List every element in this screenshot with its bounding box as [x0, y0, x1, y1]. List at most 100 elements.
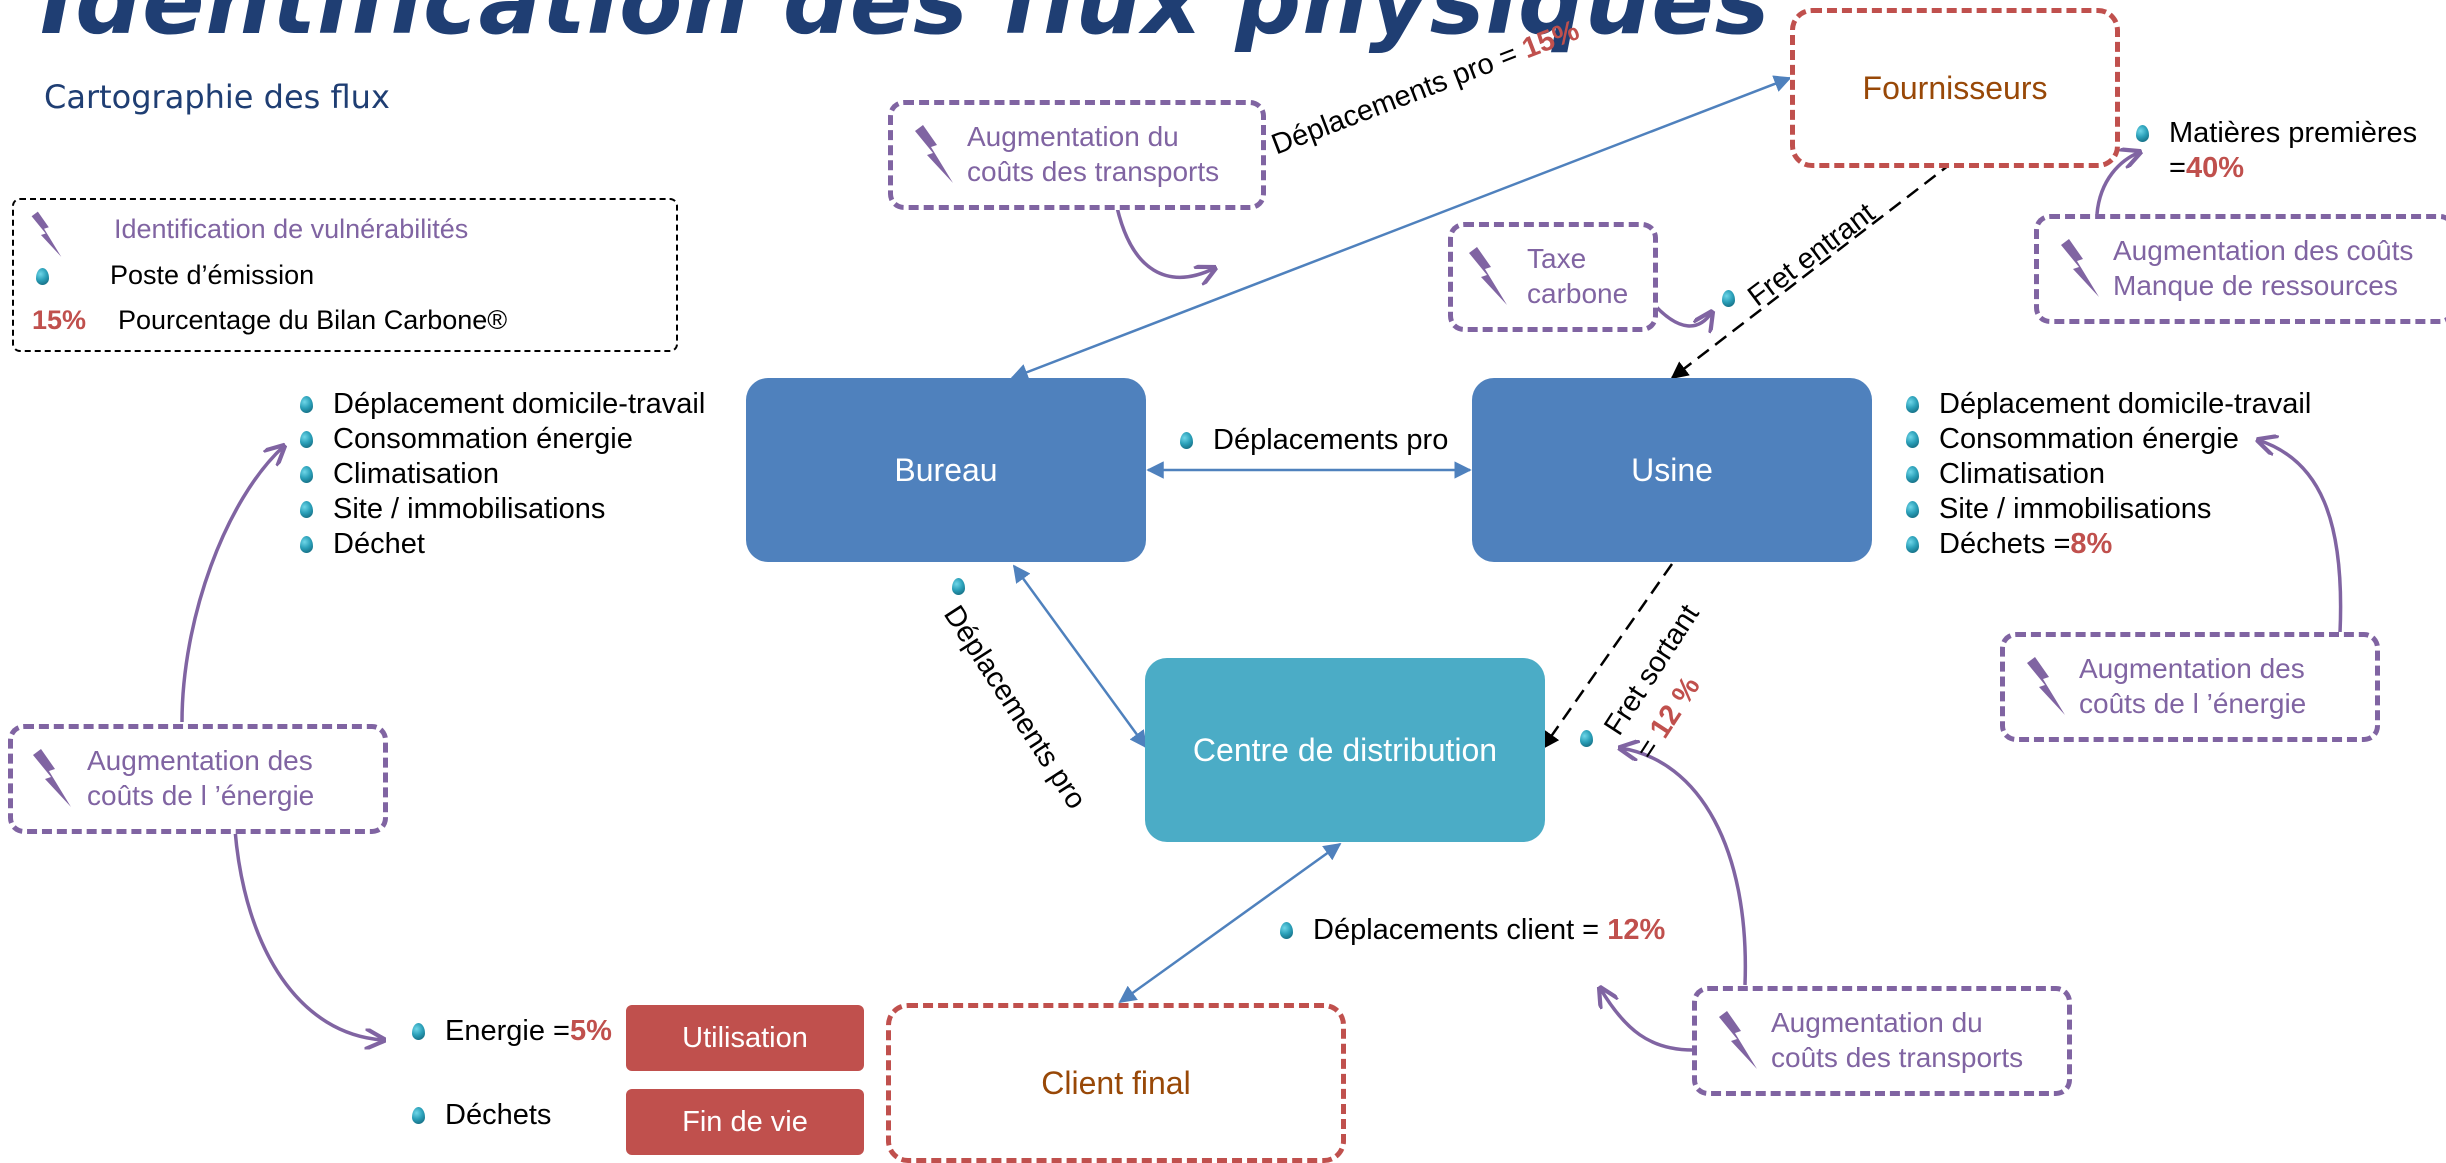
- vuln-arrow-ressources: [2095, 152, 2140, 215]
- legend-box: Identification de vulnérabilités Poste d…: [12, 198, 678, 352]
- vuln-arrow-energie-right: [2258, 440, 2343, 634]
- list-item-label: Déchet: [333, 528, 425, 560]
- vuln-line: Taxe: [1527, 243, 1587, 274]
- vuln-line: carbone: [1527, 278, 1629, 309]
- emission-dot-icon: [412, 1107, 425, 1124]
- flow-centre-client: [1118, 842, 1342, 1004]
- emission-dot-icon: [300, 466, 313, 483]
- node-client-final: Client final: [886, 1003, 1346, 1163]
- vuln-line: Augmentation des: [87, 745, 313, 776]
- node-centre-distribution: Centre de distribution: [1145, 658, 1545, 842]
- legend-vulnerability-label: Identification de vulnérabilités: [114, 214, 469, 244]
- emission-dot-icon: [1906, 536, 1919, 553]
- emission-dot-icon: [412, 1023, 425, 1040]
- emission-dot-icon: [952, 578, 965, 595]
- vuln-line: Augmentation du: [1771, 1007, 1983, 1038]
- lightning-icon: [2027, 657, 2065, 715]
- vuln-taxe-text: Taxe carbone: [1527, 241, 1628, 311]
- emission-dot-icon: [1906, 431, 1919, 448]
- vuln-arrow-transport-bottom-left: [1600, 988, 1694, 1052]
- emission-dot-icon: [300, 501, 313, 518]
- emission-dot-icon: [300, 396, 313, 413]
- list-item-label: Climatisation: [1939, 458, 2105, 490]
- lightning-icon: [2061, 239, 2099, 297]
- matieres-eq: =: [2169, 152, 2186, 184]
- vuln-taxe-carbone: Taxe carbone: [1448, 222, 1658, 332]
- emission-dot-icon: [1906, 396, 1919, 413]
- dechets-pct: 8%: [2070, 528, 2113, 560]
- lightning-icon: [31, 211, 62, 257]
- list-item-label: Déplacement domicile-travail: [1939, 388, 2312, 420]
- list-item-label: Déplacement domicile-travail: [333, 388, 706, 420]
- vuln-energie-left: Augmentation des coûts de l ’énergie: [8, 724, 388, 834]
- legend-emission-label: Poste d’émission: [110, 260, 315, 290]
- emission-dot-icon: [1180, 432, 1193, 449]
- vuln-energie-left-text: Augmentation des coûts de l ’énergie: [87, 743, 314, 813]
- deplacements-client-text: Déplacements client =: [1313, 914, 1608, 946]
- flow-fret-sortant: [1541, 563, 1674, 750]
- deplacements-pro-mid-label: Déplacements pro: [1180, 424, 1448, 457]
- deplacements-pro-mid-text: Déplacements pro: [1213, 424, 1449, 456]
- vuln-line: coûts de l ’énergie: [2079, 688, 2307, 719]
- flow-fournisseurs-bureau: [1010, 75, 1792, 381]
- legend-pct-symbol: 15%: [32, 305, 87, 335]
- list-item: Site / immobilisations: [1906, 492, 2311, 527]
- legend-pct-label: Pourcentage du Bilan Carbone®: [118, 305, 508, 335]
- list-item: Consommation énergie: [1906, 422, 2311, 457]
- vuln-line: coûts des transports: [967, 156, 1220, 187]
- page-title: Identification des flux physiques: [40, 0, 1771, 55]
- emission-dot-icon: [300, 536, 313, 553]
- client-final-label: Client final: [1041, 1064, 1191, 1101]
- list-item: Climatisation: [1906, 457, 2311, 492]
- energie-pct: 5%: [569, 1015, 612, 1047]
- list-item-label: Consommation énergie: [333, 423, 633, 455]
- list-item-label: Site / immobilisations: [1939, 493, 2212, 525]
- energie-item: Energie = 5%: [412, 1014, 612, 1049]
- deplacements-client-pct: 12%: [1607, 914, 1666, 946]
- vuln-arrow-taxe: [1648, 298, 1712, 326]
- list-item: Déplacement domicile-travail: [1906, 387, 2311, 422]
- energie-label: Energie =: [445, 1015, 570, 1047]
- list-item-label: Site / immobilisations: [333, 493, 606, 525]
- vuln-arrow-energie-left-up: [180, 446, 284, 723]
- page-subtitle: Cartographie des flux: [44, 78, 390, 116]
- lightning-icon: [1469, 247, 1507, 305]
- emission-dot-icon: [2136, 125, 2149, 142]
- flow-bureau-centre: [1012, 564, 1148, 749]
- utilisation-box: Utilisation: [626, 1005, 864, 1071]
- dechets-label: Déchets: [445, 1099, 552, 1131]
- emission-dot-icon: [1906, 501, 1919, 518]
- vuln-line: Augmentation du: [967, 121, 1179, 152]
- list-item-label: Déchets =: [1939, 528, 2071, 560]
- lightning-icon: [915, 125, 953, 183]
- emission-dot-icon: [36, 268, 49, 285]
- node-usine: Usine: [1472, 378, 1872, 562]
- fournisseurs-label: Fournisseurs: [1862, 69, 2048, 106]
- vuln-transport-top-text: Augmentation du coûts des transports: [967, 119, 1219, 189]
- list-item-label: Consommation énergie: [1939, 423, 2239, 455]
- vuln-line: Manque de ressources: [2113, 270, 2398, 301]
- flow-fret-entrant: [1670, 161, 1954, 380]
- bureau-emission-list: Déplacement domicile-travail Consommatio…: [300, 387, 705, 562]
- matieres-label: Matières premières: [2169, 117, 2418, 149]
- emission-dot-icon: [1722, 290, 1735, 307]
- emission-dot-icon: [1580, 730, 1593, 747]
- matieres-premieres-item: Matières premières = 40%: [2136, 116, 2417, 186]
- vuln-arrow-transport-bottom-up: [1620, 748, 1748, 986]
- list-item: Climatisation: [300, 457, 705, 492]
- list-item: Consommation énergie: [300, 422, 705, 457]
- emission-dot-icon: [1906, 466, 1919, 483]
- vuln-arrow-energie-left-down: [233, 829, 384, 1040]
- lightning-icon: [33, 749, 71, 807]
- vuln-line: Augmentation des coûts: [2113, 235, 2414, 266]
- node-bureau: Bureau: [746, 378, 1146, 562]
- vuln-line: coûts de l ’énergie: [87, 780, 315, 811]
- fin-de-vie-box: Fin de vie: [626, 1089, 864, 1155]
- lightning-icon: [1719, 1011, 1757, 1069]
- list-item: Déchets = 8%: [1906, 527, 2311, 562]
- list-item-label: Climatisation: [333, 458, 499, 490]
